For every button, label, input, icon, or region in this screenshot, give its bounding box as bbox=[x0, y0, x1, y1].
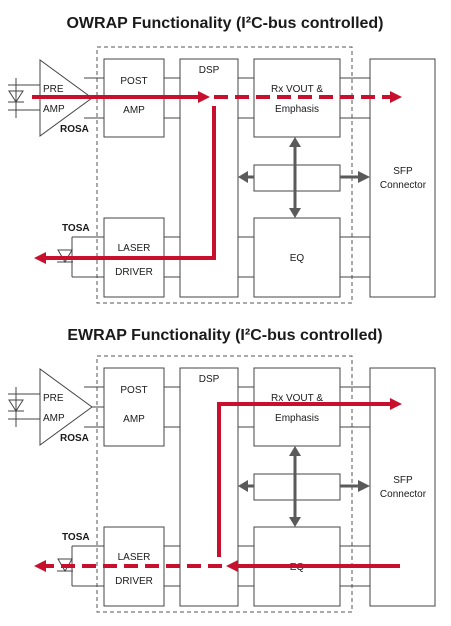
owrap-panel: OWRAP Functionality (I²C-bus controlled)… bbox=[6, 15, 437, 305]
ewrap-rx-label-1: Rx VOUT & bbox=[271, 393, 323, 404]
ewrap-rx-label-2: Emphasis bbox=[275, 413, 319, 424]
owrap-laser-label: LASER bbox=[118, 243, 151, 254]
ewrap-tosa-label: TOSA bbox=[62, 532, 90, 543]
owrap-rx-label-2: Emphasis bbox=[275, 104, 319, 115]
ewrap-driver-label: DRIVER bbox=[115, 576, 153, 587]
owrap-eq-label: EQ bbox=[290, 253, 305, 264]
ewrap-signal-path bbox=[34, 398, 402, 572]
owrap-rosa-label: ROSA bbox=[60, 124, 89, 135]
owrap-amp-label: AMP bbox=[43, 104, 65, 115]
ewrap-dsp-label: DSP bbox=[199, 374, 220, 385]
ewrap-post-amp-label: AMP bbox=[123, 414, 145, 425]
ewrap-laser-label: LASER bbox=[118, 552, 151, 563]
owrap-sfp-label-2: Connector bbox=[380, 180, 427, 191]
ewrap-post-label: POST bbox=[120, 385, 147, 396]
ewrap-block-diagram bbox=[6, 354, 437, 614]
ewrap-amp-label: AMP bbox=[43, 413, 65, 424]
ewrap-pre-label: PRE bbox=[43, 393, 64, 404]
ewrap-sfp-label-1: SFP bbox=[393, 475, 413, 486]
owrap-driver-label: DRIVER bbox=[115, 267, 153, 278]
owrap-post-amp-label: AMP bbox=[123, 105, 145, 116]
owrap-rx-label-1: Rx VOUT & bbox=[271, 84, 323, 95]
ewrap-sfp-label-2: Connector bbox=[380, 489, 427, 500]
owrap-post-label: POST bbox=[120, 76, 147, 87]
owrap-pre-label: PRE bbox=[43, 84, 64, 95]
ewrap-title: EWRAP Functionality (I²C-bus controlled) bbox=[67, 327, 382, 344]
owrap-signal-path bbox=[32, 91, 402, 264]
owrap-block-diagram bbox=[6, 45, 437, 305]
owrap-tosa-label: TOSA bbox=[62, 223, 90, 234]
ewrap-rosa-label: ROSA bbox=[60, 433, 89, 444]
owrap-sfp-label-1: SFP bbox=[393, 166, 413, 177]
owrap-dsp-label: DSP bbox=[199, 65, 220, 76]
ewrap-panel: EWRAP Functionality (I²C-bus controlled)… bbox=[6, 327, 437, 614]
owrap-title: OWRAP Functionality (I²C-bus controlled) bbox=[66, 15, 383, 32]
